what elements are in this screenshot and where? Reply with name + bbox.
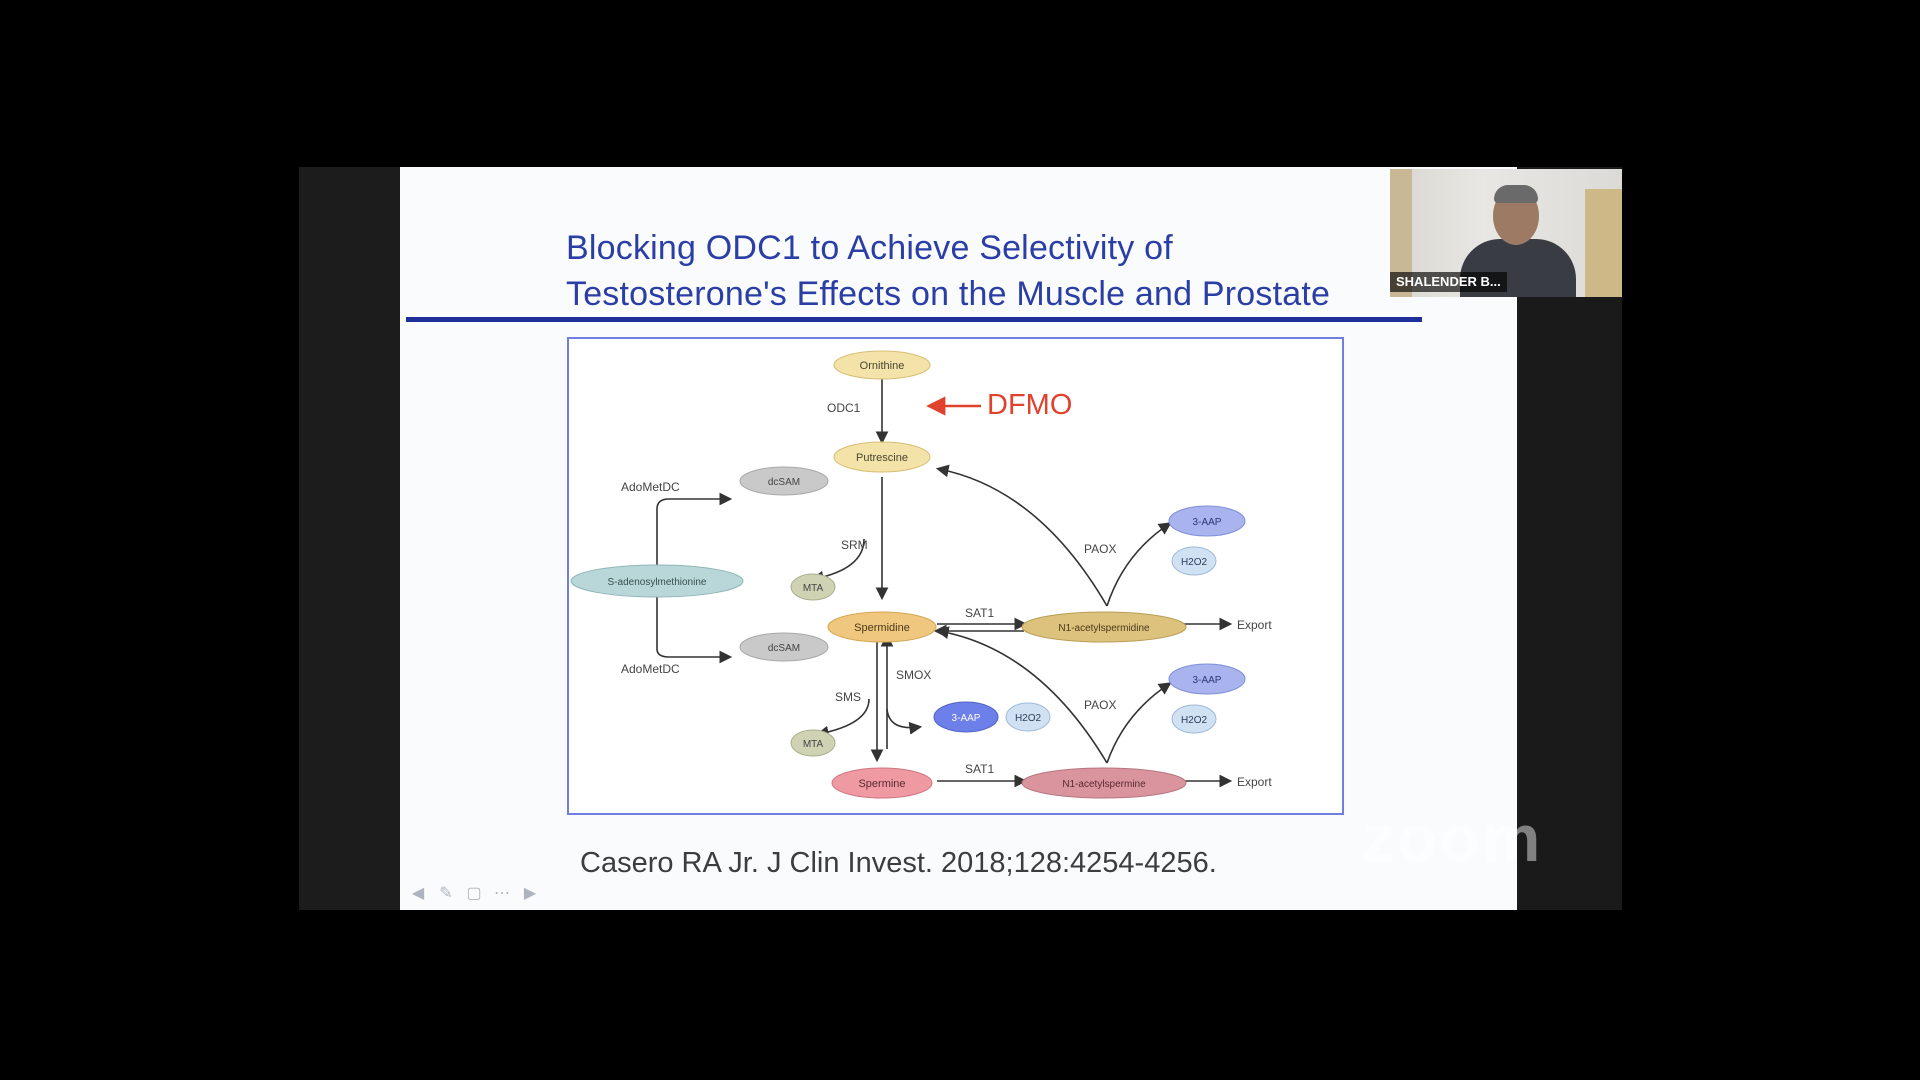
svg-text:dcSAM: dcSAM [768, 643, 800, 654]
node-3aap-mid: 3-AAP [1168, 663, 1246, 695]
arrow-right-icon[interactable]: ▶ [523, 885, 537, 902]
slide-title-line-2: Testosterone's Effects on the Muscle and… [566, 275, 1331, 313]
speaker-name-label: SHALENDER B... [1390, 272, 1507, 292]
node-sam: S-adenosylmethionine [570, 564, 744, 598]
polyamine-pathway-figure: Ornithine Putrescine dcSAM S-adenosylmet… [567, 337, 1344, 815]
title-underline [406, 317, 1422, 322]
node-h2o2-mid: H2O2 [1171, 704, 1217, 734]
node-h2o2-smox: H2O2 [1005, 702, 1051, 732]
node-mta-top: MTA [790, 573, 836, 601]
svg-text:Putrescine: Putrescine [856, 452, 908, 464]
presentation-slide: Blocking ODC1 to Achieve Selectivity of … [400, 167, 1517, 910]
enzyme-sat1-bottom: SAT1 [965, 762, 994, 776]
node-putrescine: Putrescine [833, 441, 931, 473]
node-dcsam-bottom: dcSAM [739, 632, 829, 662]
node-spermine: Spermine [831, 767, 933, 799]
more-icon[interactable]: ⋯ [494, 885, 510, 902]
zoom-watermark: zoom [1362, 801, 1543, 875]
slide-nav-toolbar: ◀ ✎ ▢ ⋯ ▶ [408, 883, 540, 905]
node-3aap-smox: 3-AAP [933, 701, 999, 733]
svg-text:H2O2: H2O2 [1015, 713, 1042, 724]
speaker-background [1390, 169, 1412, 297]
node-ornithine: Ornithine [833, 350, 931, 380]
pathway-diagram: Ornithine Putrescine dcSAM S-adenosylmet… [570, 350, 1272, 799]
node-spermidine: Spermidine [827, 611, 937, 643]
pathway-connectors [656, 377, 1233, 788]
dfmo-label: DFMO [987, 389, 1072, 421]
enzyme-adometdc-bottom: AdoMetDC [621, 662, 680, 676]
enzyme-paox-bottom: PAOX [1084, 698, 1116, 712]
svg-text:N1-acetylspermidine: N1-acetylspermidine [1058, 623, 1150, 634]
pen-icon[interactable]: ✎ [439, 885, 453, 902]
svg-text:dcSAM: dcSAM [768, 477, 800, 488]
citation: Casero RA Jr. J Clin Invest. 2018;128:42… [580, 847, 1217, 879]
enzyme-sat1-top: SAT1 [965, 606, 994, 620]
node-h2o2-top: H2O2 [1171, 546, 1217, 576]
svg-text:MTA: MTA [803, 583, 824, 594]
svg-text:MTA: MTA [803, 739, 824, 750]
speaker-hair [1494, 185, 1538, 203]
speaker-background-door [1585, 189, 1622, 297]
enzyme-srm: SRM [841, 538, 868, 552]
node-dcsam-top: dcSAM [739, 466, 829, 496]
slide-title: Blocking ODC1 to Achieve Selectivity of … [566, 225, 1446, 317]
svg-text:3-AAP: 3-AAP [952, 713, 981, 724]
speaker-video-tile[interactable]: SHALENDER B... [1390, 169, 1622, 297]
node-n1-acetylspermine: N1-acetylspermine [1021, 767, 1187, 799]
svg-text:Spermidine: Spermidine [854, 622, 910, 634]
svg-text:S-adenosylmethionine: S-adenosylmethionine [608, 577, 707, 588]
enzyme-paox-top: PAOX [1084, 542, 1116, 556]
node-n1-acetylspermidine: N1-acetylspermidine [1021, 611, 1187, 643]
svg-text:N1-acetylspermine: N1-acetylspermine [1062, 779, 1146, 790]
enzyme-odc1: ODC1 [827, 401, 861, 415]
arrow-left-icon[interactable]: ◀ [411, 885, 425, 902]
svg-text:H2O2: H2O2 [1181, 557, 1208, 568]
svg-text:Spermine: Spermine [858, 778, 905, 790]
svg-text:3-AAP: 3-AAP [1193, 517, 1222, 528]
svg-text:3-AAP: 3-AAP [1193, 675, 1222, 686]
node-mta-bottom: MTA [790, 729, 836, 757]
enzyme-sms: SMS [835, 690, 861, 704]
slides-grid-icon[interactable]: ▢ [466, 885, 482, 902]
export-label-top: Export [1237, 618, 1272, 632]
svg-text:Ornithine: Ornithine [860, 360, 905, 372]
export-label-bottom: Export [1237, 775, 1272, 789]
slide-title-line-1: Blocking ODC1 to Achieve Selectivity of [566, 229, 1173, 267]
node-3aap-top: 3-AAP [1168, 505, 1246, 537]
enzyme-adometdc-top: AdoMetDC [621, 480, 680, 494]
svg-text:H2O2: H2O2 [1181, 715, 1208, 726]
enzyme-smox: SMOX [896, 668, 931, 682]
